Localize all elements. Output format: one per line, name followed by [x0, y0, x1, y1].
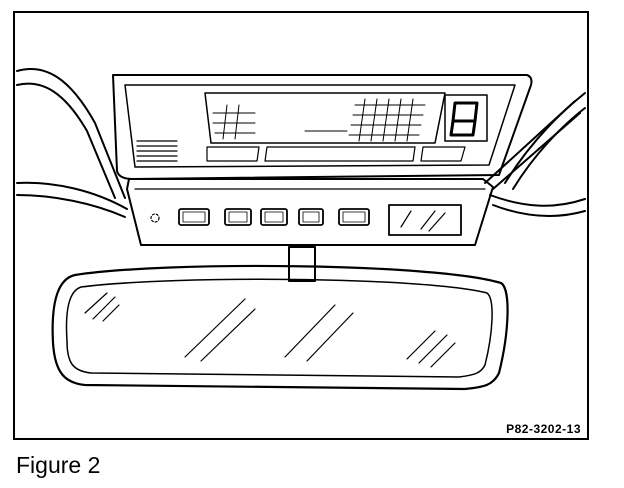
console-button-4: [298, 208, 324, 226]
figure-caption: Figure 2: [16, 452, 101, 478]
console-button-2: [224, 208, 252, 226]
display-screen: [204, 92, 446, 144]
console-button-3: [260, 208, 288, 226]
figure-frame: P82-3202-13: [13, 11, 589, 440]
sensor-dot: [150, 213, 160, 223]
control-console: [126, 178, 494, 246]
rearview-mirror: [51, 264, 509, 391]
display-lower-sections: [206, 146, 466, 162]
mirror-console-illustration: [16, 67, 586, 391]
console-button-5: [338, 208, 370, 226]
mirror-stem: [288, 246, 316, 282]
console-button-1: [178, 208, 210, 226]
overhead-display-housing: [112, 74, 533, 180]
speaker-grille: [136, 140, 178, 162]
display-segments: [212, 98, 426, 142]
figure-code: P82-3202-13: [504, 422, 583, 436]
digit-window: [444, 94, 488, 142]
console-slot: [388, 204, 462, 236]
console-buttons: [178, 208, 370, 226]
mirror-reflection-lines: [84, 292, 456, 368]
